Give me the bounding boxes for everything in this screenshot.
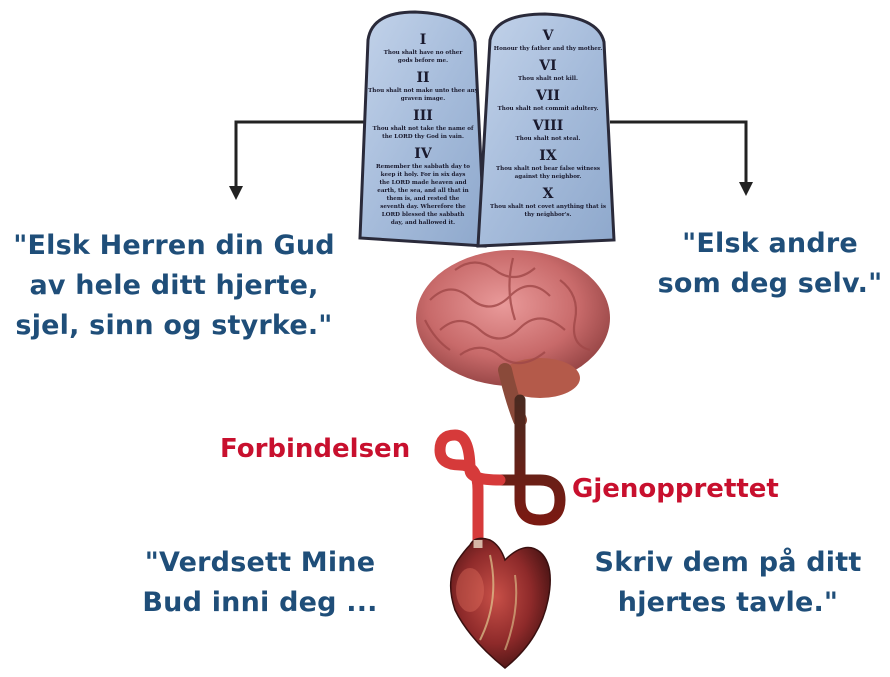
commandment-text-left-3-6: LORD blessed the sabbath: [382, 212, 465, 218]
commandment-numeral-right-2: VII: [535, 88, 560, 104]
quote-treasure-commands: "Verdsett Mine Bud inni deg ...: [142, 547, 378, 618]
commandment-text-left-3-5: seventh day. Wherefore the: [380, 204, 466, 210]
commandment-numeral-right-4: IX: [539, 148, 557, 164]
commandment-text-left-2-0: Thou shalt not take the name of: [373, 126, 474, 132]
commandment-text-left-3-3: earth, the sea, and all that in: [377, 188, 468, 194]
label-connection: Forbindelsen: [220, 434, 411, 464]
commandment-text-left-1-0: Thou shalt not make unto thee any: [368, 88, 479, 94]
commandment-text-right-1-0: Thou shalt not kill.: [518, 76, 578, 82]
commandment-text-left-3-2: the LORD made heaven and: [379, 180, 466, 186]
quote-love-god: "Elsk Herren din Gud av hele ditt hjerte…: [13, 230, 335, 341]
commandment-text-right-0-0: Honour thy father and thy mother.: [494, 46, 602, 52]
tube-red-segment: [434, 429, 506, 551]
tablet-right: [476, 12, 616, 248]
heart-image: [449, 537, 551, 669]
commandment-text-left-2-1: the LORD thy God in vain.: [382, 134, 464, 140]
right-connector-arrow: [610, 120, 753, 196]
brain-image: [416, 250, 610, 427]
tablet-left: [358, 10, 487, 248]
commandment-text-left-0-1: gods before me.: [398, 58, 448, 64]
commandment-text-right-2-0: Thou shalt not commit adultery.: [498, 106, 599, 112]
quote-write-on-heart: Skriv dem på ditt hjertes tavle.": [594, 547, 862, 618]
commandment-text-left-1-1: graven image.: [401, 96, 445, 102]
commandment-numeral-left-3: IV: [414, 146, 433, 162]
commandment-numeral-right-5: X: [543, 186, 554, 202]
commandment-text-right-4-1: against thy neighbor.: [515, 174, 582, 180]
commandment-text-left-3-4: them is, and rested the: [387, 196, 460, 202]
commandment-text-right-5-1: thy neighbor's.: [525, 212, 572, 218]
commandment-numeral-left-2: III: [413, 108, 433, 124]
tube-dark-segment: [494, 394, 566, 526]
commandment-text-right-5-0: Thou shalt not covet anything that is: [490, 204, 606, 210]
left-connector-arrow: [229, 120, 365, 200]
commandment-numeral-left-0: I: [420, 32, 427, 48]
commandment-numeral-right-1: VI: [538, 58, 556, 74]
label-restored: Gjenopprettet: [572, 474, 779, 504]
ten-commandments-tablets: I Thou shalt have no other gods before me.…: [358, 10, 616, 248]
commandment-text-left-3-1: keep it holy. For in six days: [381, 172, 466, 178]
commandment-numeral-left-1: II: [416, 70, 429, 86]
commandment-text-left-3-7: day, and hallowed it.: [391, 220, 455, 226]
quote-love-others: "Elsk andre som deg selv.": [657, 228, 883, 299]
commandment-numeral-right-3: VIII: [532, 118, 564, 134]
commandment-text-left-0-0: Thou shalt have no other: [384, 50, 463, 56]
commandment-text-right-3-0: Thou shalt not steal.: [516, 136, 581, 142]
commandment-text-right-4-0: Thou shalt not bear false witness: [496, 166, 600, 172]
commandment-text-left-3-0: Remember the sabbath day to: [376, 164, 470, 170]
commandment-numeral-right-0: V: [542, 28, 555, 44]
connection-tube: [434, 394, 566, 551]
